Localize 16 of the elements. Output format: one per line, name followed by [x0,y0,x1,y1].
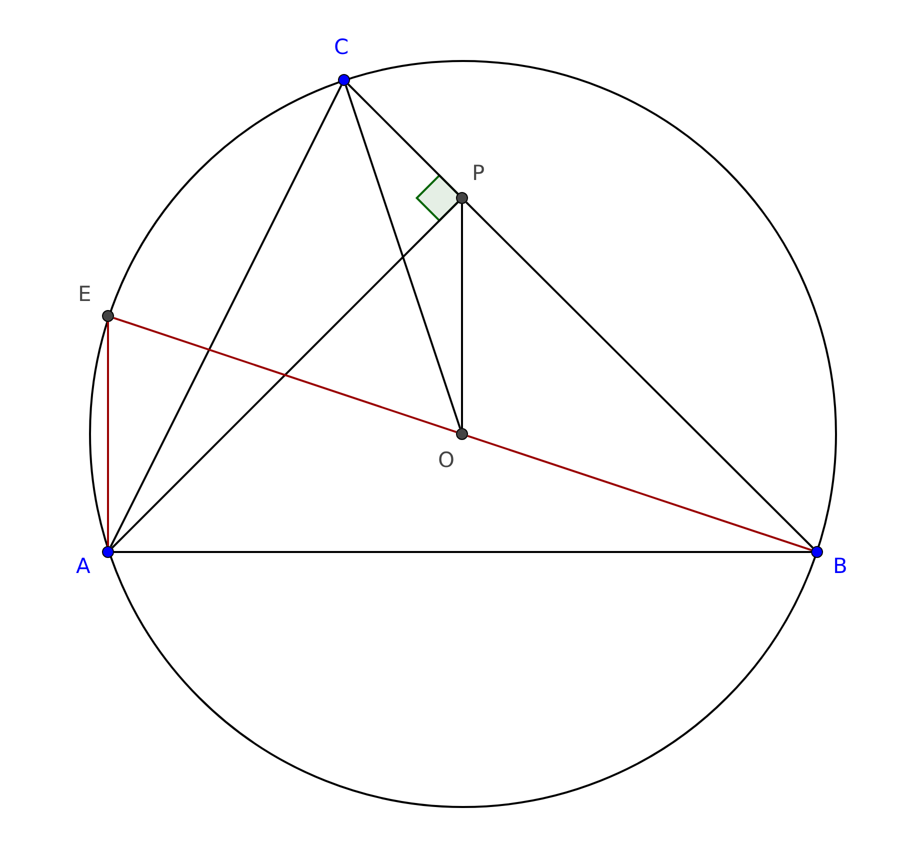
line-segment [113,316,457,434]
line-segment [107,322,109,546]
line-segment [344,85,462,429]
line-segment [112,202,458,548]
point-label: A [76,554,90,578]
point-label: B [833,554,848,578]
point-label: E [78,282,92,306]
point-label: C [334,35,349,59]
line-segment [467,434,812,552]
line-segment [110,84,342,548]
point-label: O [438,448,455,472]
line-segment [114,551,811,553]
line-segment [348,84,458,194]
line-segment [466,202,814,548]
point-label: P [472,161,485,185]
line-segment [461,204,463,428]
